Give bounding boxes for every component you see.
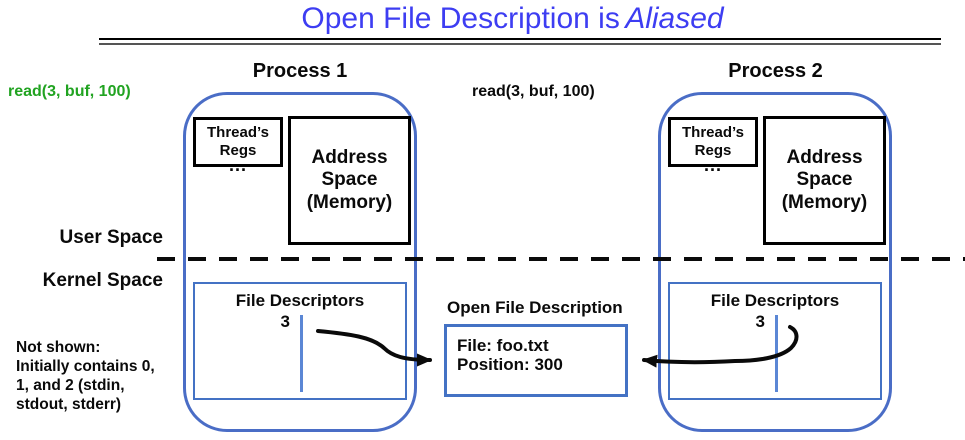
fd-table-divider <box>775 315 778 392</box>
address-space-label: Address <box>311 146 388 168</box>
file-descriptors-label: File Descriptors <box>710 291 840 310</box>
threads-regs-label: Thread’s <box>682 123 744 141</box>
fd-entry-number: 3 <box>755 312 765 331</box>
not-shown-line: 1, and 2 (stdin, <box>16 377 125 394</box>
threads-regs-label: Regs <box>219 142 257 159</box>
open-file-description-label: Open File Description <box>447 298 623 317</box>
not-shown-note: Not shown: Initially contains 0, 1, and … <box>16 338 186 414</box>
fd-table-divider <box>300 315 303 392</box>
process-1-label: Process 1 <box>252 60 348 82</box>
file-descriptors-box: File Descriptors 3 <box>668 282 882 400</box>
read-call-center-label: read(3, buf, 100) <box>472 83 595 100</box>
address-space-box: Address Space (Memory) <box>763 116 886 245</box>
address-space-label: Space <box>321 169 378 191</box>
threads-regs-box: Thread’s Regs <box>193 117 283 167</box>
file-descriptors-box: File Descriptors 3 <box>193 282 407 400</box>
address-space-label: (Memory) <box>306 191 393 213</box>
process-1-container: Thread’s Regs ... Address Space (Memory)… <box>183 92 417 432</box>
slide-title-text: Open File Description is <box>301 2 620 35</box>
address-space-label: Space <box>796 169 853 191</box>
not-shown-line: Not shown: <box>16 339 101 356</box>
fd-entry-number: 3 <box>280 312 290 331</box>
slide-title-italic: Aliased <box>625 2 724 35</box>
not-shown-line: Initially contains 0, <box>16 358 155 375</box>
more-threads-ellipsis: ... <box>703 155 722 175</box>
open-file-description-box: File: foo.txt Position: 300 <box>444 324 628 397</box>
user-kernel-divider-line <box>157 257 965 261</box>
more-threads-ellipsis: ... <box>228 155 247 175</box>
read-call-left-label: read(3, buf, 100) <box>8 83 131 100</box>
ofd-position-line: Position: 300 <box>457 355 563 374</box>
kernel-space-label: Kernel Space <box>42 270 163 291</box>
address-space-label: (Memory) <box>781 191 868 213</box>
process-2-label: Process 2 <box>728 60 823 82</box>
threads-regs-label: Thread’s <box>207 123 269 141</box>
threads-regs-box: Thread’s Regs <box>668 117 758 167</box>
not-shown-line: stdout, stderr) <box>16 396 122 413</box>
process-2-container: Thread’s Regs ... Address Space (Memory)… <box>658 92 892 432</box>
user-space-label: User Space <box>59 227 163 248</box>
ofd-file-line: File: foo.txt <box>457 336 549 355</box>
threads-regs-label: Regs <box>694 142 732 159</box>
address-space-box: Address Space (Memory) <box>288 116 411 245</box>
address-space-label: Address <box>786 146 863 168</box>
file-descriptors-label: File Descriptors <box>235 291 365 310</box>
title-underline <box>99 38 941 45</box>
